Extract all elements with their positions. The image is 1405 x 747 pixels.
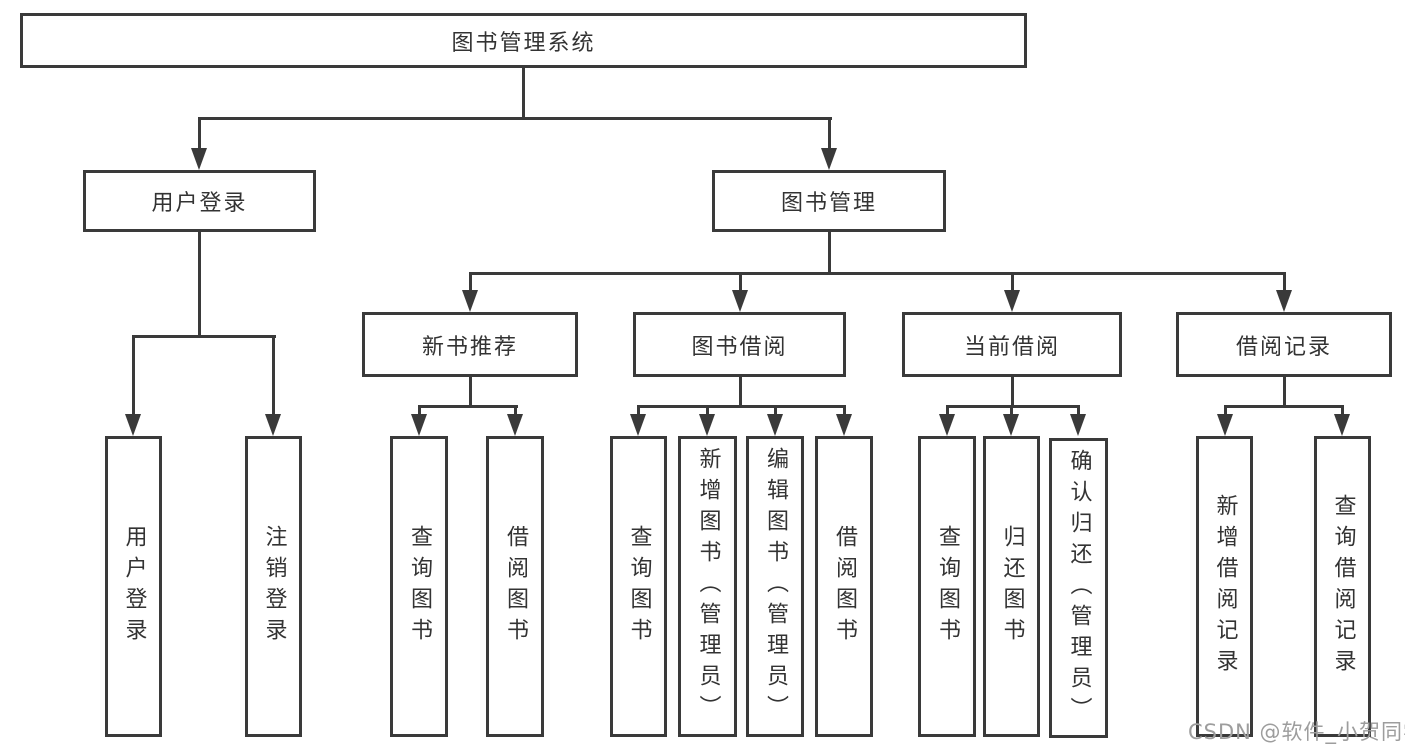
node-label: 借阅图书 bbox=[832, 524, 857, 649]
node-label: 用户登录 bbox=[151, 191, 248, 216]
connector-borrowing-drop bbox=[738, 377, 742, 406]
connector-level3-branch bbox=[468, 271, 1286, 275]
leaf-add-borrow-record: 新增借阅记录 bbox=[1196, 436, 1253, 737]
leaf-borrow-books-borrowing: 借阅图书 bbox=[815, 436, 873, 737]
connector-records-children-branch bbox=[1223, 404, 1344, 408]
arrow-down-icon bbox=[265, 336, 281, 436]
arrow-down-icon bbox=[821, 118, 837, 170]
arrow-down-icon bbox=[1004, 273, 1020, 312]
arrow-down-icon bbox=[191, 118, 207, 170]
connector-mgmt-drop bbox=[827, 232, 831, 273]
node-label: 图书借阅 bbox=[691, 334, 788, 360]
leaf-query-books-recommend: 查询图书 bbox=[390, 436, 448, 737]
node-label: 图书管理 bbox=[780, 191, 877, 216]
leaf-query-books-borrowing: 查询图书 bbox=[610, 436, 667, 737]
node-label: 查询借阅记录 bbox=[1330, 493, 1356, 680]
connector-borrowing-children-branch bbox=[636, 404, 846, 408]
arrow-down-icon bbox=[1276, 273, 1292, 312]
arrow-down-icon bbox=[462, 273, 478, 312]
node-label: 新增图书（管理员） bbox=[695, 447, 721, 726]
connector-login-children-branch bbox=[131, 334, 276, 338]
arrow-down-icon bbox=[699, 406, 715, 436]
leaf-borrow-books-recommend: 借阅图书 bbox=[486, 436, 544, 737]
node-label: 归还图书 bbox=[999, 524, 1025, 649]
node-current-borrowing: 当前借阅 bbox=[902, 312, 1122, 377]
node-label: 查询图书 bbox=[626, 524, 652, 649]
node-label: 借阅图书 bbox=[503, 524, 528, 649]
node-label: 查询图书 bbox=[935, 524, 960, 649]
arrow-down-icon bbox=[125, 336, 141, 436]
arrow-down-icon bbox=[732, 273, 748, 312]
leaf-query-books-current: 查询图书 bbox=[918, 436, 976, 737]
leaf-user-login: 用户登录 bbox=[105, 436, 162, 737]
arrow-down-icon bbox=[630, 406, 646, 436]
node-label: 用户登录 bbox=[121, 524, 147, 649]
node-label: 借阅记录 bbox=[1235, 334, 1332, 360]
connector-current-drop bbox=[1010, 377, 1014, 406]
arrow-down-icon bbox=[1070, 406, 1086, 436]
node-label: 查询图书 bbox=[407, 524, 432, 649]
connector-recommend-drop bbox=[468, 377, 472, 406]
node-label: 新增借阅记录 bbox=[1212, 493, 1238, 680]
node-new-book-recommendation: 新书推荐 bbox=[362, 312, 578, 377]
node-book-borrowing: 图书借阅 bbox=[633, 312, 846, 377]
node-label: 注销登录 bbox=[261, 524, 287, 649]
arrow-down-icon bbox=[836, 406, 852, 436]
arrow-down-icon bbox=[507, 406, 523, 436]
arrow-down-icon bbox=[411, 406, 427, 436]
arrow-down-icon bbox=[1334, 406, 1350, 436]
node-book-management: 图书管理 bbox=[712, 170, 946, 232]
node-label: 确认归还（管理员） bbox=[1066, 448, 1092, 728]
connector-current-children-branch bbox=[945, 404, 1080, 408]
node-library-management-system: 图书管理系统 bbox=[20, 13, 1027, 68]
arrow-down-icon bbox=[767, 406, 783, 436]
connector-records-drop bbox=[1282, 377, 1286, 406]
leaf-edit-books-admin: 编辑图书（管理员） bbox=[746, 436, 804, 737]
leaf-add-books-admin: 新增图书（管理员） bbox=[678, 436, 737, 737]
node-label: 当前借阅 bbox=[963, 334, 1060, 360]
leaf-logout: 注销登录 bbox=[245, 436, 302, 737]
csdn-watermark: CSDN @软件_小贺同学 bbox=[1188, 720, 1405, 744]
connector-root-drop bbox=[522, 68, 525, 118]
arrow-down-icon bbox=[1217, 406, 1233, 436]
node-label: 新书推荐 bbox=[421, 334, 518, 360]
node-borrowing-records: 借阅记录 bbox=[1176, 312, 1392, 377]
node-label: 图书管理系统 bbox=[451, 30, 596, 56]
node-label: 编辑图书（管理员） bbox=[763, 447, 788, 726]
node-user-login: 用户登录 bbox=[83, 170, 316, 232]
leaf-confirm-return-admin: 确认归还（管理员） bbox=[1049, 438, 1108, 738]
connector-login-drop bbox=[197, 232, 201, 336]
connector-level2-branch bbox=[197, 116, 832, 120]
arrow-down-icon bbox=[1003, 406, 1019, 436]
arrow-down-icon bbox=[939, 406, 955, 436]
connector-recommend-children-branch bbox=[417, 404, 518, 408]
leaf-query-borrow-record: 查询借阅记录 bbox=[1314, 436, 1371, 737]
leaf-return-books: 归还图书 bbox=[983, 436, 1040, 737]
